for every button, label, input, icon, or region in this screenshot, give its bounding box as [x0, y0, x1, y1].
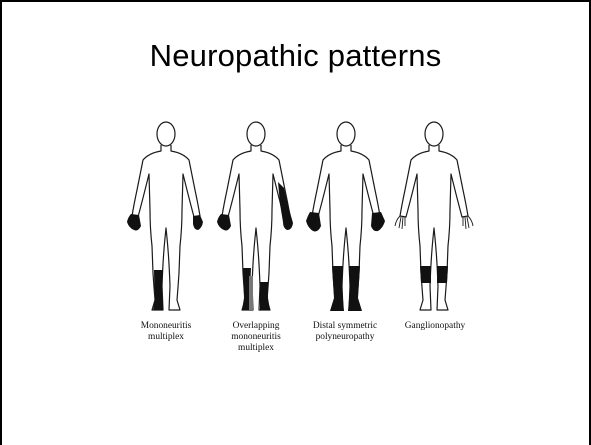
body-figure-mononeuritis-multiplex [125, 118, 207, 320]
slide-border-top [0, 0, 591, 2]
body-figure-ganglionopathy [393, 118, 475, 320]
affected-right-lower-leg [330, 266, 344, 311]
affected-left-hand [371, 212, 385, 231]
affected-left-forearm-hand [278, 182, 293, 230]
affected-left-lower-leg [348, 266, 362, 311]
affected-left-knee-band [437, 266, 448, 283]
affected-right-hand [306, 212, 321, 231]
slide-title: Neuropathic patterns [0, 38, 591, 74]
partial-right-lower-leg [249, 276, 253, 310]
affected-right-hand [127, 214, 141, 231]
caption-overlapping-mononeuritis-multiplex: Overlapping mononeuritis multiplex [207, 321, 305, 354]
body-figure-distal-symmetric-polyneuropathy [305, 118, 387, 320]
caption-ganglionopathy: Ganglionopathy [387, 321, 483, 332]
affected-right-hand [217, 214, 231, 231]
affected-right-knee-band [420, 266, 431, 283]
neuropathic-patterns-figure: Mononeuritis multiplex Overlapping monon… [125, 118, 475, 370]
affected-left-hand [193, 215, 203, 230]
caption-mononeuritis-multiplex: Mononeuritis multiplex [117, 321, 215, 343]
body-figure-overlapping-mononeuritis [215, 118, 297, 320]
caption-distal-symmetric-polyneuropathy: Distal symmetric polyneuropathy [293, 321, 397, 343]
